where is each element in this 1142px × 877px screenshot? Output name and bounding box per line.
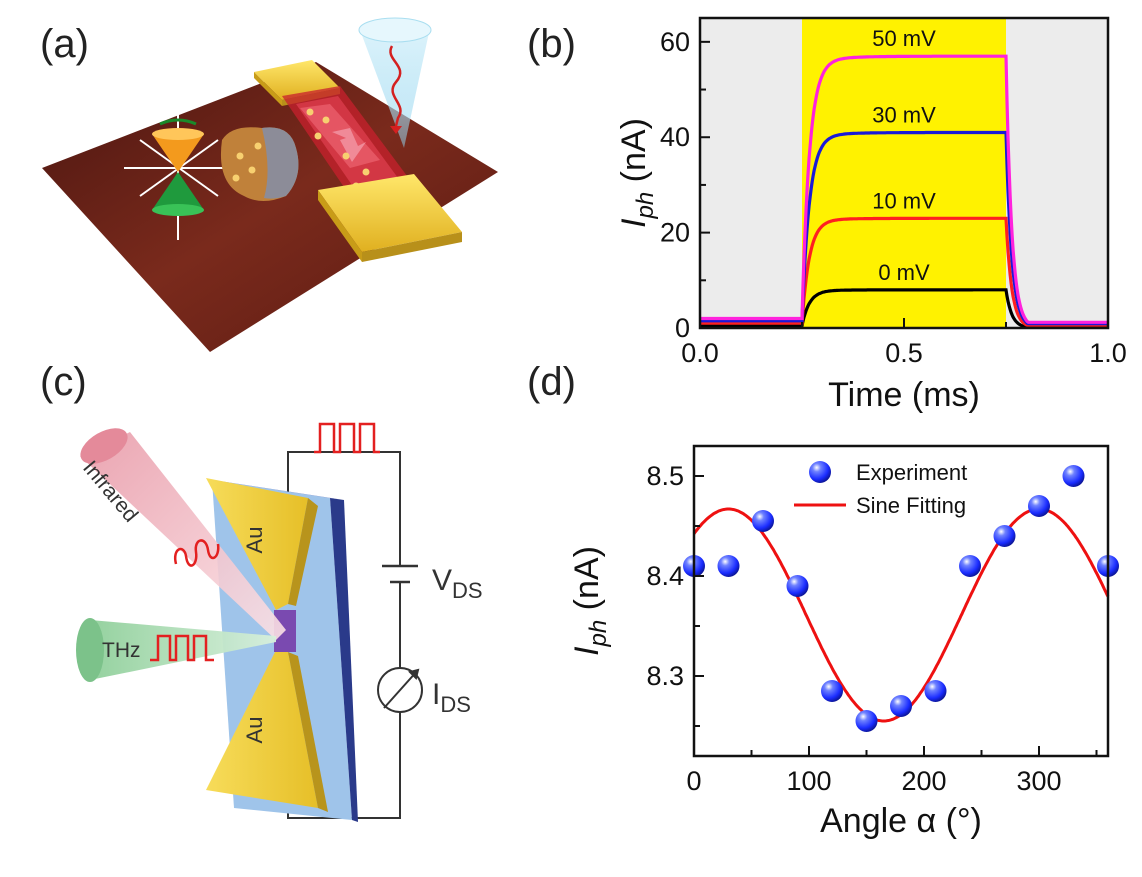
legend-experiment-label: Experiment	[856, 460, 967, 485]
y-tick-label: 60	[660, 27, 690, 57]
chart-b-ylabel: Iph (nA)	[615, 118, 659, 228]
au-bottom-label: Au	[242, 717, 267, 744]
panel-label-b: (b)	[527, 22, 576, 66]
x-tick-label: 0.0	[681, 338, 719, 368]
experiment-point	[959, 555, 981, 577]
channel	[282, 86, 410, 196]
light-on-band	[802, 18, 1006, 328]
vds-label: VDS	[432, 564, 483, 603]
electrode-bottom-c	[206, 650, 328, 812]
legend-fit-label: Sine Fitting	[856, 493, 966, 518]
electrode-bottom	[318, 174, 462, 262]
y-tick-label: 20	[660, 218, 690, 248]
panel-a-illustration	[42, 17, 498, 352]
experiment-point	[821, 680, 843, 702]
series-label-3: 50 mV	[872, 26, 936, 51]
experiment-point	[752, 510, 774, 532]
series-label-0: 0 mV	[878, 260, 930, 285]
chart-d-frame	[692, 444, 1110, 758]
ammeter-icon	[377, 667, 423, 713]
thz-pulse-icon	[150, 634, 214, 662]
infrared-wave-icon	[173, 539, 220, 567]
y-tick-label: 8.5	[646, 461, 684, 491]
panel-label-a: (a)	[40, 22, 89, 66]
y-tick-label: 8.3	[646, 661, 684, 691]
x-tick-label: 0	[686, 766, 701, 796]
flake	[220, 127, 299, 201]
experiment-point	[786, 575, 809, 597]
dark-band-right	[1006, 18, 1108, 328]
experiment-point	[1062, 465, 1085, 487]
y-tick-label: 8.4	[646, 561, 684, 591]
dark-band-left	[700, 18, 802, 328]
experiment-point	[924, 680, 947, 702]
chart-b: 0 mV 10 mV 30 mV 50 mV 0.0 0.5 1.0 0 20 40 60 Tim…	[615, 16, 1127, 414]
dirac-cone-icon	[124, 98, 232, 240]
y-tick-label: 40	[660, 122, 690, 152]
y-tick-label: 0	[675, 313, 690, 343]
battery-icon	[382, 564, 418, 584]
panel-label-d: (d)	[527, 360, 576, 404]
sine-fit-line	[692, 507, 1110, 723]
pulse-train-icon	[314, 422, 380, 454]
x-tick-label: 300	[1016, 766, 1061, 796]
chart-b-xlabel: Time (ms)	[828, 376, 980, 414]
chart-d-xlabel: Angle α (°)	[820, 802, 982, 840]
ids-label: IDS	[432, 678, 471, 717]
infrared-beam	[80, 428, 286, 640]
x-tick-label: 0.5	[885, 338, 923, 368]
experiment-point	[993, 525, 1016, 547]
au-top-label: Au	[242, 527, 267, 554]
experiment-point	[890, 695, 912, 717]
thz-beam	[76, 618, 276, 682]
legend-experiment-marker	[809, 461, 831, 483]
experiment-point	[1028, 495, 1050, 517]
series-label-2: 30 mV	[872, 102, 936, 127]
panel-label-c: (c)	[40, 360, 87, 404]
chart-d-ylabel: Iph (nA)	[568, 546, 612, 656]
panel-c-schematic: Au Au Infrared THz VDS IDS	[76, 422, 483, 822]
thz-label: THz	[102, 639, 141, 662]
x-tick-label: 100	[786, 766, 831, 796]
experiment-point	[717, 555, 740, 577]
electrode-top-c	[206, 478, 318, 610]
experiment-point	[855, 710, 878, 732]
light-cone-icon	[358, 17, 432, 148]
series-line-3	[700, 54, 1108, 324]
x-tick-label: 1.0	[1089, 338, 1127, 368]
series-label-1: 10 mV	[872, 188, 936, 213]
x-tick-label: 200	[901, 766, 946, 796]
